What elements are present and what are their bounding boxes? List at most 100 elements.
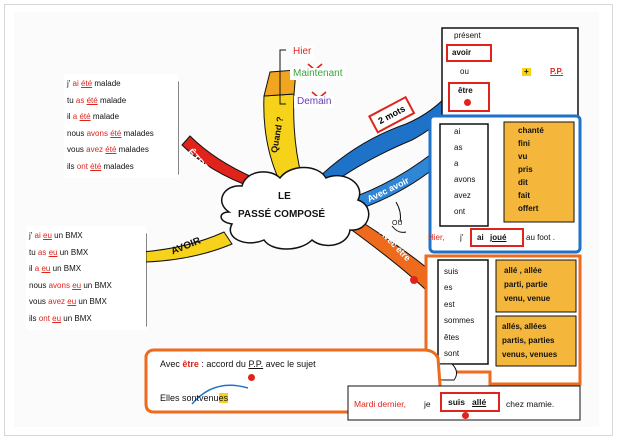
conj-rest: un BMX [78,297,107,307]
mind-map-drawing [141,27,582,421]
avoir-pp-item: fait [518,191,530,200]
conj-pp: été [86,95,98,105]
es-ending: es [218,393,229,403]
conj-pronoun: vous [67,145,84,155]
conj-rest: malades [118,145,149,155]
etre-branch [181,135,260,189]
ou-label: OU [392,220,403,227]
accord-rest2: avec le sujet [265,359,316,369]
etre-aux-item: est [444,299,455,309]
conj-pp: eu [43,231,52,240]
conj-pronoun: ils [29,313,37,323]
conj-pp: eu [41,264,51,274]
mardi-alle: allé [472,397,487,407]
conj-row: nous avons eu un BMX [29,278,143,295]
mardi-text: Mardi dernier, [354,399,406,409]
etre-pp-bottom-block [495,315,577,367]
avoir-aux-item: avez [454,191,471,200]
present-pp: P.P. [550,67,564,76]
avoir-example-ai: ai [477,233,484,242]
conj-aux: avez [86,145,104,155]
center-line1: LE [278,191,291,202]
present-ou: ou [460,67,469,76]
conj-aux: avons [86,128,108,138]
avoir-aux-item: avons [454,175,476,184]
conj-pp: eu [72,280,82,290]
mardi-rest: chez mamie. [506,399,555,409]
avec-etre-dot [410,276,418,284]
present-plus: + [522,67,531,76]
accord-rest1: : accord du [201,359,246,369]
etre-aux-item: êtes [444,332,460,342]
etre-aux-item: es [444,283,453,293]
conj-rest: un BMX [54,231,83,240]
accord-line: Avec être : accord du P.P. avec le sujet [160,360,316,369]
conj-aux: ai [72,79,79,88]
conj-rest: un BMX [52,264,82,274]
conj-pronoun: ils [67,161,75,171]
conj-pp: eu [52,313,62,323]
quand-bracket [279,49,286,105]
conj-pp: eu [67,297,77,307]
etre-pp-item: allé , allée [504,266,542,275]
conj-aux: a [34,264,40,274]
etre-aux-item: suis [444,267,459,276]
avoir-pp-column [503,121,575,223]
etre-pp-item: venus, venues [502,350,558,359]
conj-row: vous avez été malades [67,142,175,159]
conj-row: j' ai eu un BMX [29,228,143,245]
etre-pp-item: allés, allées [502,322,547,331]
conj-pronoun: tu [29,247,36,257]
mardi-verb-box: suis allé [440,392,500,412]
avoir-example-hier: Hier, [428,233,445,242]
avoir-aux-item: ont [454,207,466,216]
conj-pronoun: il [67,112,71,122]
accord-dot [248,374,255,381]
conj-rest: malade [99,95,127,105]
etre-pp-item: parti, partie [504,280,548,289]
avoir-aux-item: ai [454,127,461,136]
mardi-suis: suis [448,397,466,407]
avoir-example-verb-box: ai joué [470,228,524,247]
ou-arrow-down [391,225,407,233]
conj-aux: ont [38,313,50,323]
conj-rest: un BMX [83,280,112,290]
avoir-aux-box: avoir [446,44,492,62]
accord-avec: Avec [160,359,180,369]
conj-rest: un BMX [59,247,89,257]
present-label: présent [454,31,481,40]
conj-pp: été [90,161,102,171]
conj-pp: été [105,145,117,155]
conj-aux: ai [34,231,41,240]
mind-map-canvas: LE PASSÉ COMPOSÉ ÊTRE Quand ? AVOIR 2 mo… [14,12,599,427]
conj-aux: as [37,247,47,257]
conj-pp: été [110,128,122,138]
conj-pp: été [79,112,91,122]
conj-aux: ont [76,161,88,171]
conj-pronoun: tu [67,95,74,105]
conj-row: vous avez eu un BMX [29,294,143,311]
ou-arrow-up [395,201,401,223]
conj-pronoun: j' [67,79,71,88]
mardi-je: je [424,399,431,409]
example-elles-line: Elles sontvenues [160,393,229,403]
cloud-shape [220,166,370,250]
conj-pronoun: il [29,264,33,274]
avoir-pp-item: dit [518,178,528,187]
etre-aux-column-outline [437,259,489,365]
conj-pronoun: vous [29,297,46,307]
conj-aux: a [72,112,78,122]
elles-word: Elles [160,393,180,403]
avoir-aux-column-outline [439,123,489,227]
avoir-example-joue: joué [490,233,507,242]
avoir-pp-item: chanté [518,126,544,135]
conj-rest: malade [94,79,121,88]
avoir-aux-item: a [454,159,459,168]
venu-word: venu [199,393,219,403]
